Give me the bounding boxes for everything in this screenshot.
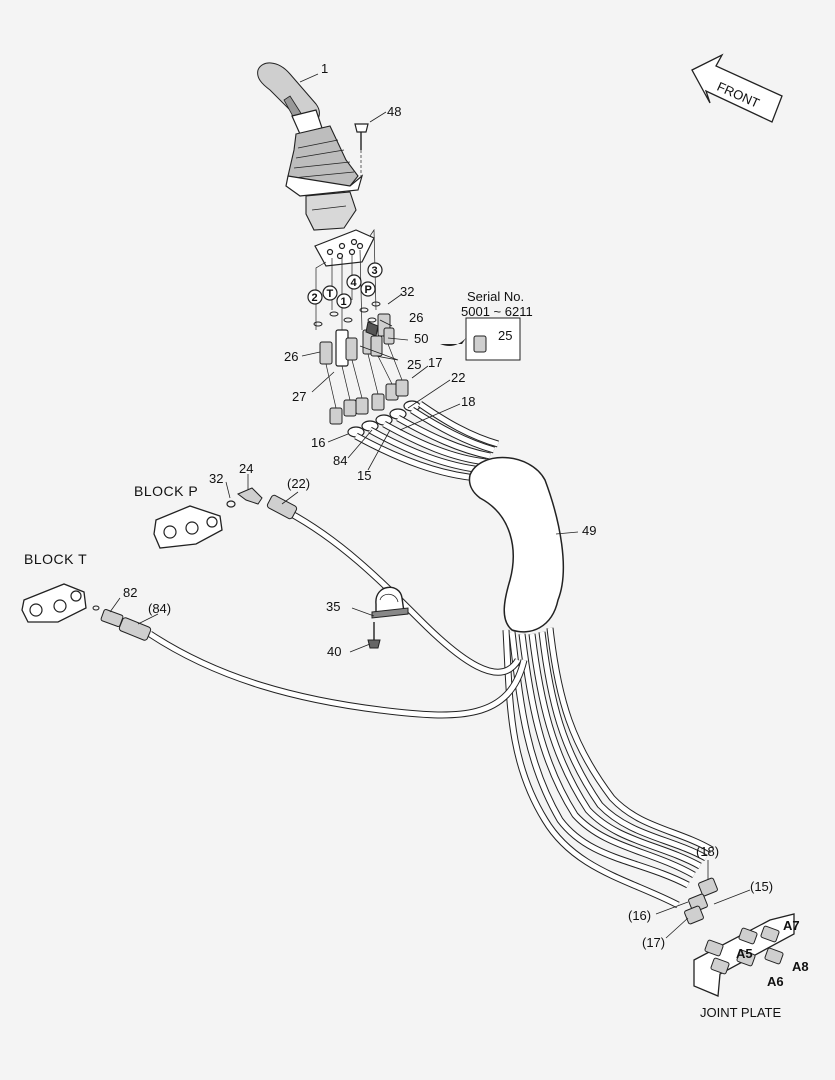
label-1: 1 <box>321 61 328 76</box>
fitting-24 <box>226 487 263 508</box>
label-22: 22 <box>451 370 465 385</box>
label-16: 16 <box>311 435 325 450</box>
front-arrow: FRONT <box>691 53 783 123</box>
hose-end-22 <box>266 494 298 520</box>
label-50: 50 <box>414 331 428 346</box>
block-t <box>21 583 87 623</box>
joint-plate <box>684 877 795 997</box>
label-17: 17 <box>428 355 442 370</box>
fitting-drop-lines <box>325 343 403 409</box>
hose-bundle-upper <box>354 401 499 482</box>
label-18b: (18) <box>696 844 719 859</box>
label-22b: (22) <box>287 476 310 491</box>
label-24: 24 <box>239 461 253 476</box>
o-rings <box>313 301 381 327</box>
label-32b: 32 <box>209 471 223 486</box>
serial-detail <box>440 317 521 361</box>
label-48: 48 <box>387 104 401 119</box>
port-a8: A8 <box>792 959 809 974</box>
marker-4: 4 <box>351 277 358 289</box>
label-26a: 26 <box>409 310 423 325</box>
label-40: 40 <box>327 644 341 659</box>
block-t-label: BLOCK T <box>24 551 87 567</box>
label-16b: (16) <box>628 908 651 923</box>
joystick-lever <box>257 62 323 135</box>
marker-t: T <box>327 288 334 300</box>
label-25a: 25 <box>407 357 421 372</box>
label-25b: 25 <box>498 328 512 343</box>
hose-fittings <box>329 379 421 438</box>
marker-3: 3 <box>372 265 378 277</box>
joint-plate-label: JOINT PLATE <box>700 1005 781 1020</box>
label-15: 15 <box>357 468 371 483</box>
label-17b: (17) <box>642 935 665 950</box>
label-84b: (84) <box>148 601 171 616</box>
valve-plate <box>314 229 375 267</box>
port-a7: A7 <box>783 918 800 933</box>
block-p-label: BLOCK P <box>134 483 198 499</box>
port-a5: A5 <box>736 946 753 961</box>
label-84: 84 <box>333 453 347 468</box>
marker-1: 1 <box>341 296 347 308</box>
label-15b: (15) <box>750 879 773 894</box>
fitting-82 <box>92 605 124 627</box>
label-26b: 26 <box>284 349 298 364</box>
rubber-boot <box>285 125 364 231</box>
marker-2: 2 <box>312 292 318 304</box>
label-27: 27 <box>292 389 306 404</box>
clamp-35 <box>371 586 409 619</box>
hose-to-block-t <box>148 631 528 719</box>
leader-lines <box>109 73 751 939</box>
serial-line1: Serial No. <box>467 289 524 304</box>
label-32a: 32 <box>400 284 414 299</box>
hose-end-84 <box>118 617 152 641</box>
label-49: 49 <box>582 523 596 538</box>
label-18: 18 <box>461 394 475 409</box>
bolt-40 <box>367 622 381 649</box>
hose-bundle-lower <box>502 627 714 909</box>
serial-line2: 5001 ~ 6211 <box>461 304 533 319</box>
hose-to-block-p <box>286 508 521 676</box>
label-82: 82 <box>123 585 137 600</box>
label-35: 35 <box>326 599 340 614</box>
marker-p: P <box>365 284 372 296</box>
block-p <box>153 505 223 549</box>
port-a6: A6 <box>767 974 784 989</box>
port-markers: 2 T 1 4 P 3 <box>307 262 383 309</box>
protective-sleeve <box>468 456 565 633</box>
bolt-48 <box>354 123 369 176</box>
